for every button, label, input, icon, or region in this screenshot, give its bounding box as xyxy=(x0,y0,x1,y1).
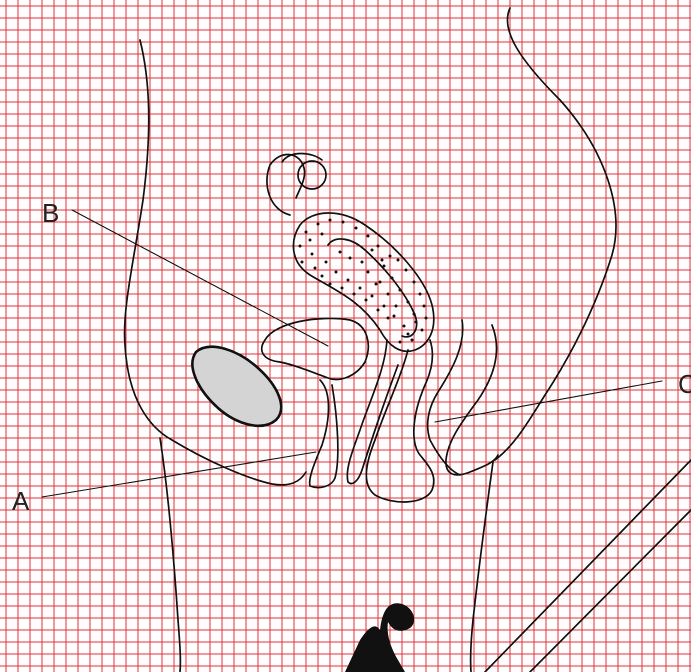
label-a: A xyxy=(12,486,30,516)
thigh-contour xyxy=(160,438,180,672)
stipple-dot xyxy=(379,281,382,284)
stipple-dot xyxy=(421,329,424,332)
stipple-dot xyxy=(407,333,410,336)
stipple-dot xyxy=(411,339,414,342)
stipple-dot xyxy=(393,315,396,318)
stipple-dot xyxy=(321,233,324,236)
stipple-dot xyxy=(407,301,410,304)
stipple-dot xyxy=(399,289,402,292)
stipple-dot xyxy=(423,305,426,308)
stipple-dot xyxy=(347,279,350,282)
stipple-dot xyxy=(355,227,358,230)
stipple-dot xyxy=(399,341,402,344)
stipple-dot xyxy=(321,275,324,278)
vaginal-canal-back xyxy=(366,340,433,502)
label-b: B xyxy=(42,198,59,228)
stipple-dot xyxy=(329,219,332,222)
stipple-dot xyxy=(413,313,416,316)
stipple-dot xyxy=(395,305,398,308)
stipple-dot xyxy=(311,253,314,256)
stipple-dot xyxy=(403,325,406,328)
stipple-dot xyxy=(329,283,332,286)
stipple-dot xyxy=(377,309,380,312)
stipple-dot xyxy=(405,269,408,272)
stipple-dot xyxy=(342,221,345,224)
stipple-dot xyxy=(367,271,370,274)
stipple-dot xyxy=(383,305,386,308)
stipple-dot xyxy=(349,257,352,260)
label-b-leader xyxy=(72,210,328,346)
stipple-dot xyxy=(381,259,384,262)
stipple-dot xyxy=(371,249,374,252)
diagonal-rod-1 xyxy=(485,460,691,672)
black-silhouette-shape xyxy=(345,603,414,672)
stipple-dot xyxy=(367,235,370,238)
stipple-dot xyxy=(391,277,394,280)
stipple-dot xyxy=(371,295,374,298)
stipple-dot xyxy=(413,281,416,284)
stipple-dot xyxy=(425,317,428,320)
stipple-dot xyxy=(309,239,312,242)
stipple-dot xyxy=(305,231,308,234)
stipple-dot xyxy=(383,265,386,268)
stipple-dot xyxy=(389,255,392,258)
stipple-dot xyxy=(377,245,380,248)
stipple-dot xyxy=(415,321,418,324)
stipple-dot xyxy=(361,261,364,264)
rectum-back xyxy=(446,325,498,475)
ovary-circle xyxy=(298,161,326,189)
stipple-dot xyxy=(301,261,304,264)
stipple-dot xyxy=(365,299,368,302)
stipple-dot xyxy=(397,259,400,262)
stipple-dot xyxy=(341,287,344,290)
stipple-dot xyxy=(325,261,328,264)
stipple-dot xyxy=(387,293,390,296)
stipple-dot xyxy=(375,283,378,286)
stipple-dot xyxy=(317,223,320,226)
label-c: C xyxy=(678,369,691,399)
stipple-dot xyxy=(299,245,302,248)
stipple-dot xyxy=(387,317,390,320)
ovary-loop-left xyxy=(267,154,305,215)
stipple-dot xyxy=(353,293,356,296)
rectum-front xyxy=(428,320,463,475)
stipple-dot xyxy=(335,271,338,274)
stipple-dot xyxy=(359,287,362,290)
stipple-dot xyxy=(339,251,342,254)
stipple-dot xyxy=(314,267,317,270)
stipple-dot xyxy=(419,293,422,296)
bladder-outline xyxy=(262,318,369,379)
urethra xyxy=(310,380,338,488)
